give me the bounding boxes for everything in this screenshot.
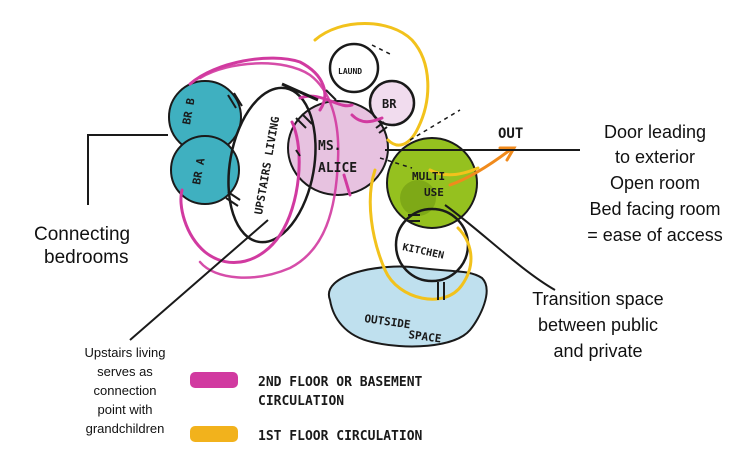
annotation-line: to exterior bbox=[615, 147, 695, 167]
room-label-laund: LAUND bbox=[338, 67, 362, 76]
room-label-br-b: BR B bbox=[180, 97, 197, 126]
out-arrow bbox=[448, 148, 512, 187]
magenta-circulation-3 bbox=[298, 94, 384, 197]
outside-space-fill bbox=[327, 265, 488, 348]
annotation-line: grandchildren bbox=[86, 421, 165, 436]
annotation-line: Transition space bbox=[532, 289, 663, 309]
dashed-line-2 bbox=[409, 109, 461, 141]
annotation-line: Open room bbox=[610, 173, 700, 193]
room-label-upstairs-living: UPSTAIRS LIVING bbox=[252, 115, 282, 215]
magenta-circulation-2 bbox=[198, 62, 340, 279]
laund-outline bbox=[328, 42, 380, 94]
room-label-br: BR bbox=[382, 97, 397, 111]
room-label-multi: MULTI bbox=[412, 170, 445, 183]
annotation-line: Connecting bbox=[34, 224, 130, 245]
annotation-line: Upstairs living bbox=[85, 345, 166, 360]
dashed-line-3 bbox=[379, 157, 413, 169]
annotation-line: point with bbox=[98, 402, 153, 417]
br-small-outline bbox=[368, 79, 416, 127]
yellow-circulation-2 bbox=[368, 168, 473, 301]
room-label-outside: OUTSIDE bbox=[364, 312, 412, 331]
out-arrowhead bbox=[498, 146, 517, 162]
annotation-line: between public bbox=[538, 315, 658, 335]
legend-swatch-yellow bbox=[190, 426, 238, 442]
annotation-line: serves as bbox=[97, 364, 153, 379]
connector-ticks bbox=[225, 89, 445, 300]
laund-to-alice-link bbox=[281, 82, 319, 102]
legend-label-1st-floor: 1ST FLOOR CIRCULATION bbox=[258, 429, 423, 444]
annotation-line: connection bbox=[94, 383, 157, 398]
room-label-kitchen: KITCHEN bbox=[401, 242, 445, 262]
room-label-br-a: BR A bbox=[190, 157, 207, 186]
room-label-alice: ALICE bbox=[318, 161, 357, 176]
leader-transition bbox=[444, 204, 556, 291]
annotation-upstairs-living: Upstairs living serves as connection poi… bbox=[85, 345, 166, 436]
leader-upstairs-living bbox=[129, 219, 269, 341]
legend: 2ND FLOOR OR BASEMENT CIRCULATION 1ST FL… bbox=[190, 372, 423, 444]
room-label-space: SPACE bbox=[408, 328, 443, 345]
room-label-use: USE bbox=[424, 186, 444, 199]
legend-swatch-magenta bbox=[190, 372, 238, 388]
annotation-connecting-bedrooms: Connecting bedrooms bbox=[34, 224, 130, 268]
multi-use-darkspot bbox=[400, 180, 436, 216]
upstairs-living-outline bbox=[227, 86, 317, 244]
br-a-fill bbox=[170, 135, 240, 205]
yellow-circulation-3 bbox=[428, 166, 480, 177]
annotation-line: Bed facing room bbox=[589, 199, 720, 219]
yellow-circulation-1 bbox=[313, 22, 430, 147]
annotation-line: bedrooms bbox=[44, 247, 129, 268]
legend-label-2nd-floor: 2ND FLOOR OR BASEMENT bbox=[258, 375, 423, 390]
legend-label-2nd-floor-cont: CIRCULATION bbox=[258, 394, 344, 409]
annotation-transition: Transition space between public and priv… bbox=[532, 289, 663, 361]
annotation-line: and private bbox=[553, 341, 642, 361]
annotation-door-exterior: Door leading to exterior Open room Bed f… bbox=[587, 122, 723, 245]
out-label: OUT bbox=[498, 126, 523, 142]
leader-connecting-bedrooms bbox=[87, 134, 168, 205]
room-label-ms: MS. bbox=[318, 139, 341, 154]
dashed-line-1 bbox=[371, 44, 393, 56]
annotation-line: = ease of access bbox=[587, 225, 723, 245]
annotation-line: Door leading bbox=[604, 122, 706, 142]
multi-use-fill bbox=[386, 137, 478, 229]
